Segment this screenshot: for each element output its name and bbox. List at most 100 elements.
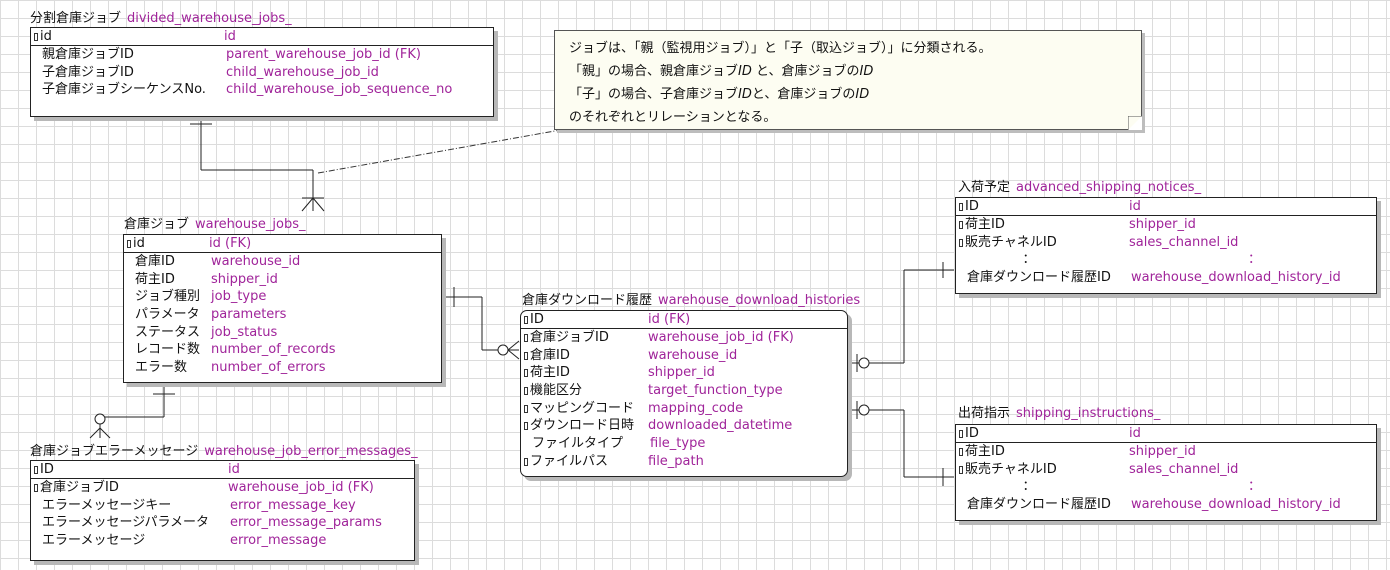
logical-attr-name: エラーメッセージパラメータ <box>42 515 210 531</box>
physical-attr-name: id <box>228 462 240 477</box>
physical-attr-name: warehouse_download_history_id <box>1131 270 1341 286</box>
physical-attr-name: shipper_id <box>648 365 715 381</box>
key-marker-icon <box>959 202 963 211</box>
crowfoot-mark <box>507 340 520 351</box>
crowfoot-mark <box>89 427 101 439</box>
marker-spacer <box>124 288 135 306</box>
physical-attr-name: child_warehouse_job_id <box>226 64 379 80</box>
attribute-row[interactable]: ：： <box>956 478 1376 496</box>
key-marker-icon <box>524 333 528 342</box>
crowfoot-mark <box>99 427 111 439</box>
marker-spacer <box>31 497 42 515</box>
attribute-row[interactable]: 子倉庫ジョブシーケンスNo.child_warehouse_job_sequen… <box>31 81 493 99</box>
marker-spacer <box>956 269 967 287</box>
logical-attr-name: ID <box>530 312 544 327</box>
marker-spacer <box>124 324 135 342</box>
physical-attr-name: number_of_records <box>211 342 336 358</box>
entity-physical-name: warehouse_job_error_messages_ <box>204 444 418 459</box>
physical-attr-name: id (FK) <box>648 312 691 327</box>
logical-attr-name: 荷主ID <box>965 217 1005 232</box>
logical-attr-name: 販売チャネルID <box>965 461 1057 477</box>
marker-spacer <box>124 306 135 324</box>
logical-attr-name: エラーメッセージ <box>42 533 146 549</box>
marker-spacer <box>31 532 42 550</box>
key-marker-icon <box>127 239 131 248</box>
entity-physical-name: shipping_instructions_ <box>1016 406 1161 421</box>
marker-spacer <box>124 359 135 377</box>
key-marker-icon <box>959 220 963 229</box>
physical-attr-name: id <box>224 29 236 44</box>
entity-logical-name: 入荷予定 <box>958 180 1011 195</box>
physical-attr-name: warehouse_job_id (FK) <box>648 330 794 345</box>
logical-attr-name: 機能区分 <box>530 383 583 399</box>
attribute-row[interactable]: 子倉庫ジョブID child_warehouse_job_id <box>31 64 493 82</box>
logical-attr-name: ： <box>1022 479 1036 495</box>
physical-attr-name: warehouse_id <box>648 347 738 363</box>
attribute-row[interactable]: ：： <box>956 251 1376 269</box>
entity-logical-name: 出荷指示 <box>958 406 1011 421</box>
marker-spacer <box>31 514 42 532</box>
zero-circle-mark <box>858 357 870 369</box>
primary-key-row[interactable]: ID id (FK) <box>521 311 847 329</box>
attribute-row[interactable]: 倉庫ジョブID warehouse_job_id (FK) <box>521 329 847 347</box>
logical-attr-name: 倉庫ジョブID <box>530 330 609 345</box>
key-marker-icon <box>524 457 528 466</box>
key-marker-icon <box>524 351 528 360</box>
physical-attr-name: job_type <box>211 289 267 305</box>
logical-attr-name: 子倉庫ジョブID <box>42 64 134 80</box>
entity-title: 倉庫ジョブエラーメッセージ warehouse_job_error_message… <box>30 440 418 459</box>
physical-attr-name: warehouse_job_id (FK) <box>228 480 374 495</box>
entity-physical-name: warehouse_download_histories <box>658 293 861 308</box>
marker-spacer <box>124 253 135 271</box>
crowfoot-mark <box>312 197 325 212</box>
physical-attr-name: warehouse_id <box>211 254 301 269</box>
marker-spacer <box>956 251 967 269</box>
physical-attr-name: file_type <box>650 436 706 452</box>
physical-attr-name: id <box>1129 199 1141 214</box>
logical-attr-name: パラメータ <box>135 307 200 323</box>
entity-logical-name: 倉庫ジョブエラーメッセージ <box>30 444 199 459</box>
crowfoot-mark <box>301 197 314 212</box>
key-marker-icon <box>34 465 38 474</box>
marker-spacer <box>124 271 135 289</box>
logical-attr-name: 親倉庫ジョブID <box>42 47 134 62</box>
note-box[interactable]: ジョブは、「親（監視用ジョブ）」と「子（取込ジョブ）」に分類される。 「親」の場… <box>554 30 1142 130</box>
zero-circle-mark <box>858 404 870 416</box>
